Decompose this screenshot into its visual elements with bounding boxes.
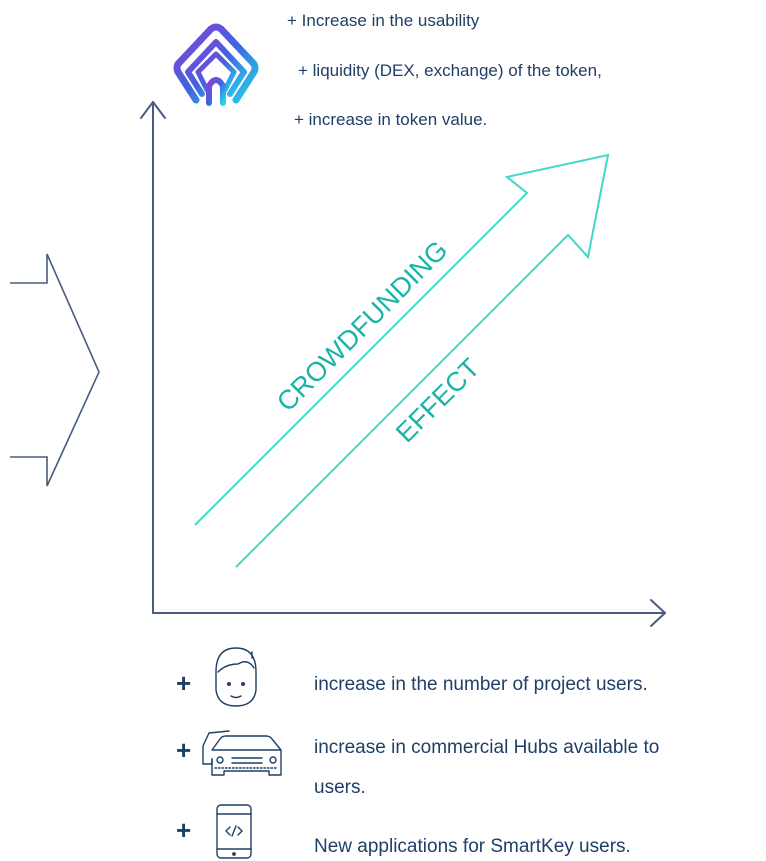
growth-arrow-outline bbox=[194, 153, 610, 568]
item-apps-text: New applications for SmartKey users. bbox=[314, 836, 631, 857]
y-axis-arrowhead bbox=[140, 101, 166, 119]
plus-sign-users: + bbox=[176, 668, 192, 698]
item-hubs-text-cont: users. bbox=[314, 777, 366, 798]
effect-label: EFFECT bbox=[390, 353, 485, 448]
logo-rings bbox=[173, 23, 259, 106]
smartphone-code-icon bbox=[216, 804, 252, 859]
crowdfunding-label: CROWDFUNDING bbox=[271, 235, 453, 417]
plus-sign-hubs: + bbox=[176, 735, 192, 765]
chart-axes bbox=[140, 101, 666, 627]
benefit-liquidity: + liquidity (DEX, exchange) of the token… bbox=[298, 61, 602, 80]
plus-sign-apps: + bbox=[176, 815, 192, 845]
user-face-icon bbox=[215, 647, 257, 707]
item-hubs-text: increase in commercial Hubs available to bbox=[314, 737, 660, 758]
benefit-usability: + Increase in the usability bbox=[287, 11, 480, 30]
cars-icon bbox=[202, 730, 282, 776]
growth-arrow bbox=[194, 153, 610, 568]
item-users-text: increase in the number of project users. bbox=[314, 674, 648, 695]
x-axis-arrowhead bbox=[650, 599, 666, 627]
left-chevron-arrow bbox=[10, 253, 100, 487]
benefit-token-value: + increase in token value. bbox=[294, 110, 488, 129]
